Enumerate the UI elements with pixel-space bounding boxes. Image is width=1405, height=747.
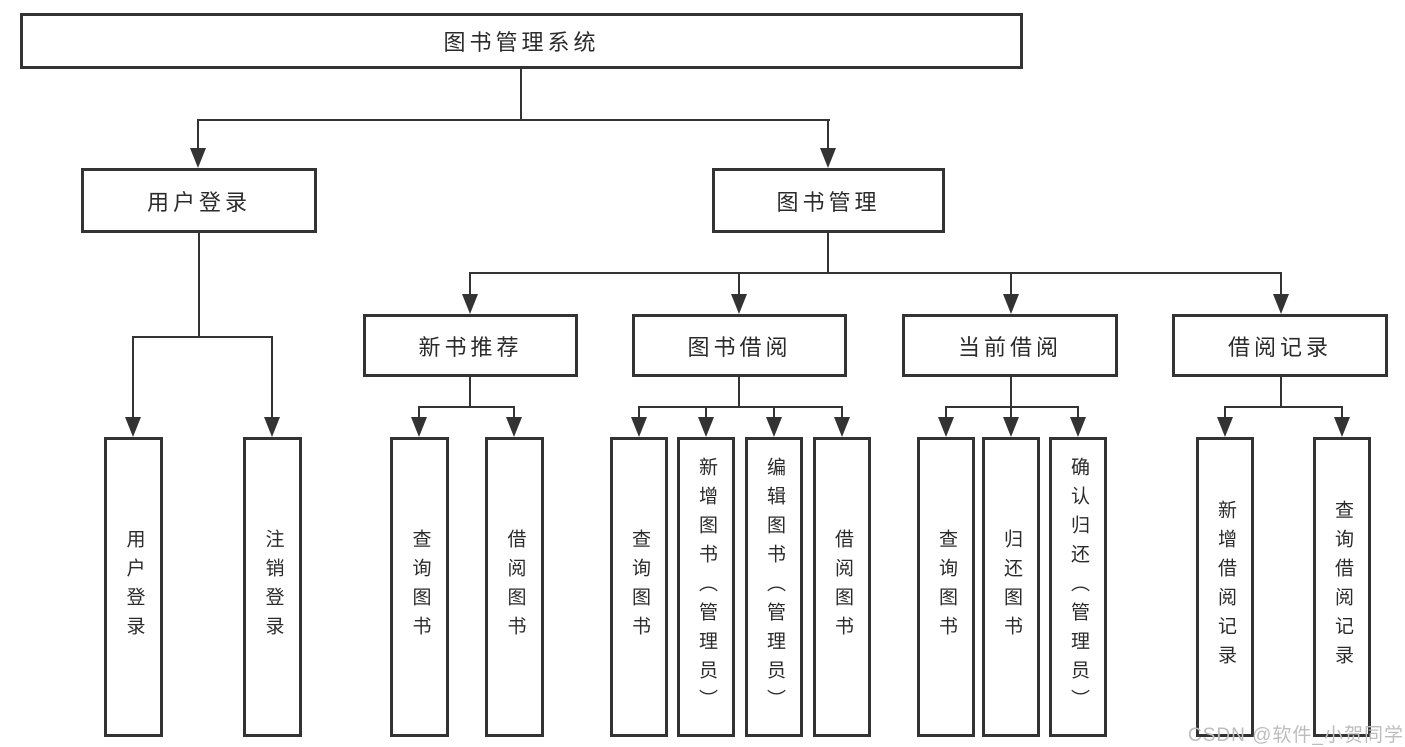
leaf-logout: 注销登录 (243, 437, 302, 737)
arrow-head (631, 417, 647, 437)
arrow-head (1003, 294, 1019, 314)
leaf-borrow-books-label: 借阅图书 (831, 529, 853, 645)
connector-root-stem (520, 69, 522, 119)
leaf-borrow-books-recommend: 借阅图书 (485, 437, 544, 737)
connector-leaf-drop (418, 406, 420, 417)
node-book-borrowing-label: 图书借阅 (687, 334, 792, 360)
arrow-head (820, 148, 836, 168)
arrow-head (834, 417, 850, 437)
connector-leaf-drop (945, 406, 947, 417)
connector-leaf-drop (271, 336, 273, 417)
arrow-head (1273, 294, 1289, 314)
node-borrowing-records-label: 借阅记录 (1227, 334, 1332, 360)
leaf-add-borrow-record-label: 新增借阅记录 (1214, 500, 1236, 674)
connector-userlogin-stem (198, 233, 200, 336)
connector-group-stem (469, 377, 471, 406)
leaf-query-books-borrow-label: 查询图书 (628, 529, 650, 645)
connector-group-branch (946, 406, 1078, 408)
connector-leaf-drop (1010, 406, 1012, 417)
connector-bookmgmt-drop (827, 119, 829, 148)
leaf-query-books-recommend: 查询图书 (390, 437, 449, 737)
connector-leaf-drop (1077, 406, 1079, 417)
leaf-borrow-books-recommend-label: 借阅图书 (504, 529, 526, 645)
arrow-head (190, 148, 206, 168)
node-book-management: 图书管理 (712, 168, 945, 233)
leaf-query-borrow-record: 查询借阅记录 (1313, 437, 1371, 737)
connector-l3-drop (1280, 272, 1282, 294)
leaf-confirm-return-admin: 确认归还（管理员） (1049, 437, 1107, 737)
leaf-query-books-recommend-label: 查询图书 (409, 529, 431, 645)
arrow-head (938, 417, 954, 437)
arrow-head (264, 417, 280, 437)
connector-bookmgmt-stem (827, 233, 829, 272)
connector-leaf-drop (638, 406, 640, 417)
leaf-add-books-admin-label: 新增图书（管理员） (695, 456, 717, 718)
connector-group-branch (639, 406, 843, 408)
node-new-book-recommendation: 新书推荐 (363, 314, 578, 377)
node-user-login: 用户登录 (81, 168, 317, 233)
leaf-query-books-current: 查询图书 (917, 437, 975, 737)
node-current-borrowing: 当前借阅 (902, 314, 1118, 377)
connector-group-branch (419, 406, 515, 408)
connector-l3-drop (738, 272, 740, 294)
node-book-borrowing: 图书借阅 (632, 314, 847, 377)
arrow-head (698, 417, 714, 437)
arrow-head (462, 294, 478, 314)
connector-root-branch (198, 119, 830, 121)
watermark-text: CSDN @软件_小贺同学 (1188, 725, 1404, 746)
leaf-edit-books-admin: 编辑图书（管理员） (745, 437, 803, 737)
connector-leaf-drop (1224, 406, 1226, 417)
connector-leaf-drop (841, 406, 843, 417)
arrow-head (125, 417, 141, 437)
leaf-user-login-label: 用户登录 (123, 529, 145, 645)
node-new-book-recommendation-label: 新书推荐 (418, 334, 523, 360)
node-borrowing-records: 借阅记录 (1172, 314, 1388, 377)
connector-leaf-drop (1341, 406, 1343, 417)
leaf-return-books-label: 归还图书 (1000, 529, 1022, 645)
arrow-head (1070, 417, 1086, 437)
leaf-confirm-return-admin-label: 确认归还（管理员） (1067, 456, 1089, 718)
leaf-return-books: 归还图书 (982, 437, 1040, 737)
connector-userlogin-drop (197, 119, 199, 148)
connector-leaf-drop (132, 336, 134, 417)
arrow-head (731, 294, 747, 314)
leaf-user-login: 用户登录 (104, 437, 163, 737)
connector-leaf-drop (705, 406, 707, 417)
leaf-query-books-current-label: 查询图书 (935, 529, 957, 645)
leaf-add-borrow-record: 新增借阅记录 (1196, 437, 1254, 737)
arrow-head (1334, 417, 1350, 437)
node-library-system: 图书管理系统 (20, 13, 1023, 69)
arrow-head (506, 417, 522, 437)
node-user-login-label: 用户登录 (146, 189, 251, 215)
connector-l3-drop (1010, 272, 1012, 294)
connector-bookmgmt-branch (470, 272, 1281, 274)
leaf-logout-label: 注销登录 (262, 529, 284, 645)
connector-group-branch (1225, 406, 1343, 408)
arrow-head (1003, 417, 1019, 437)
connector-group-stem (1280, 377, 1282, 406)
arrow-head (766, 417, 782, 437)
connector-leaf-drop (773, 406, 775, 417)
leaf-query-borrow-record-label: 查询借阅记录 (1331, 500, 1353, 674)
connector-userlogin-branch (133, 336, 273, 338)
leaf-edit-books-admin-label: 编辑图书（管理员） (763, 456, 785, 718)
leaf-borrow-books: 借阅图书 (813, 437, 871, 737)
connector-group-stem (738, 377, 740, 406)
node-current-borrowing-label: 当前借阅 (957, 334, 1062, 360)
arrow-head (411, 417, 427, 437)
node-book-management-label: 图书管理 (776, 189, 881, 215)
connector-group-stem (1010, 377, 1012, 406)
connector-leaf-drop (513, 406, 515, 417)
arrow-head (1217, 417, 1233, 437)
connector-l3-drop (469, 272, 471, 294)
leaf-add-books-admin: 新增图书（管理员） (677, 437, 735, 737)
leaf-query-books-borrow: 查询图书 (610, 437, 668, 737)
node-library-system-label: 图书管理系统 (443, 30, 600, 55)
